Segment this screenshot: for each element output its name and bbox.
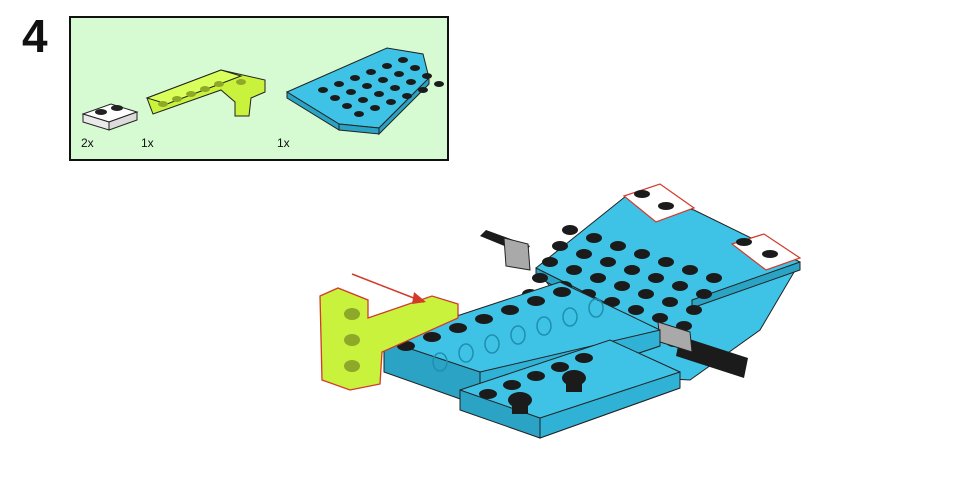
stud — [614, 281, 630, 291]
stud — [586, 233, 602, 243]
stud — [696, 289, 712, 299]
step-number: 4 — [22, 10, 48, 62]
stud — [706, 273, 722, 283]
stud — [386, 99, 396, 105]
stud — [422, 73, 432, 79]
stud — [366, 69, 376, 75]
stud — [503, 380, 521, 390]
stud — [330, 95, 340, 101]
beam-hole — [458, 343, 474, 363]
beam-hole — [510, 325, 526, 345]
stud — [527, 371, 545, 381]
stud — [628, 305, 644, 315]
l-beam-part — [145, 69, 266, 117]
black-pin-1 — [562, 370, 586, 392]
stud — [418, 87, 428, 93]
stud — [350, 75, 360, 81]
stud — [527, 296, 545, 306]
stud — [624, 265, 640, 275]
stud — [342, 103, 352, 109]
stud — [374, 91, 384, 97]
beam-hole — [588, 298, 604, 318]
stud — [346, 89, 356, 95]
black-pin-2 — [508, 392, 532, 414]
placement-arrow — [351, 273, 426, 304]
stud — [398, 57, 408, 63]
stud — [552, 241, 568, 251]
stud — [575, 353, 593, 363]
stud — [562, 225, 578, 235]
stud — [318, 87, 328, 93]
stud — [600, 257, 616, 267]
stud — [648, 273, 664, 283]
stud — [382, 63, 392, 69]
stud — [662, 297, 678, 307]
stud — [590, 273, 606, 283]
stud — [362, 83, 372, 89]
wedge-quantity: 1x — [277, 136, 290, 150]
stud — [402, 93, 412, 99]
beam-quantity: 1x — [141, 136, 154, 150]
stud — [479, 389, 497, 399]
plate-1x2-part — [81, 103, 139, 131]
beam-hole — [484, 334, 500, 354]
stud — [378, 77, 388, 83]
wedge-plate-part — [285, 47, 444, 136]
stud — [334, 81, 344, 87]
stud — [410, 65, 420, 71]
stud — [576, 249, 592, 259]
stud — [390, 85, 400, 91]
stud — [394, 71, 404, 77]
axle-left — [480, 230, 531, 271]
stud — [434, 81, 444, 87]
stud — [610, 241, 626, 251]
stud — [686, 305, 702, 315]
stud — [542, 257, 558, 267]
parts-callout: 2x 1x 1x — [69, 16, 449, 161]
stud — [501, 305, 519, 315]
stud — [370, 105, 380, 111]
beam-hole — [562, 307, 578, 327]
stud — [423, 332, 441, 342]
stud — [449, 323, 467, 333]
stud — [406, 79, 416, 85]
stud — [553, 287, 571, 297]
stud — [354, 111, 364, 117]
stud — [566, 265, 582, 275]
plate-quantity: 2x — [81, 136, 94, 150]
stud — [658, 257, 674, 267]
stud — [532, 273, 548, 283]
stud — [652, 313, 668, 323]
stud — [475, 314, 493, 324]
stud — [551, 362, 569, 372]
stud — [672, 281, 688, 291]
beam-hole — [432, 352, 448, 372]
stud — [638, 289, 654, 299]
beam-hole — [536, 316, 552, 336]
stud — [358, 97, 368, 103]
stud — [682, 265, 698, 275]
stud — [634, 249, 650, 259]
